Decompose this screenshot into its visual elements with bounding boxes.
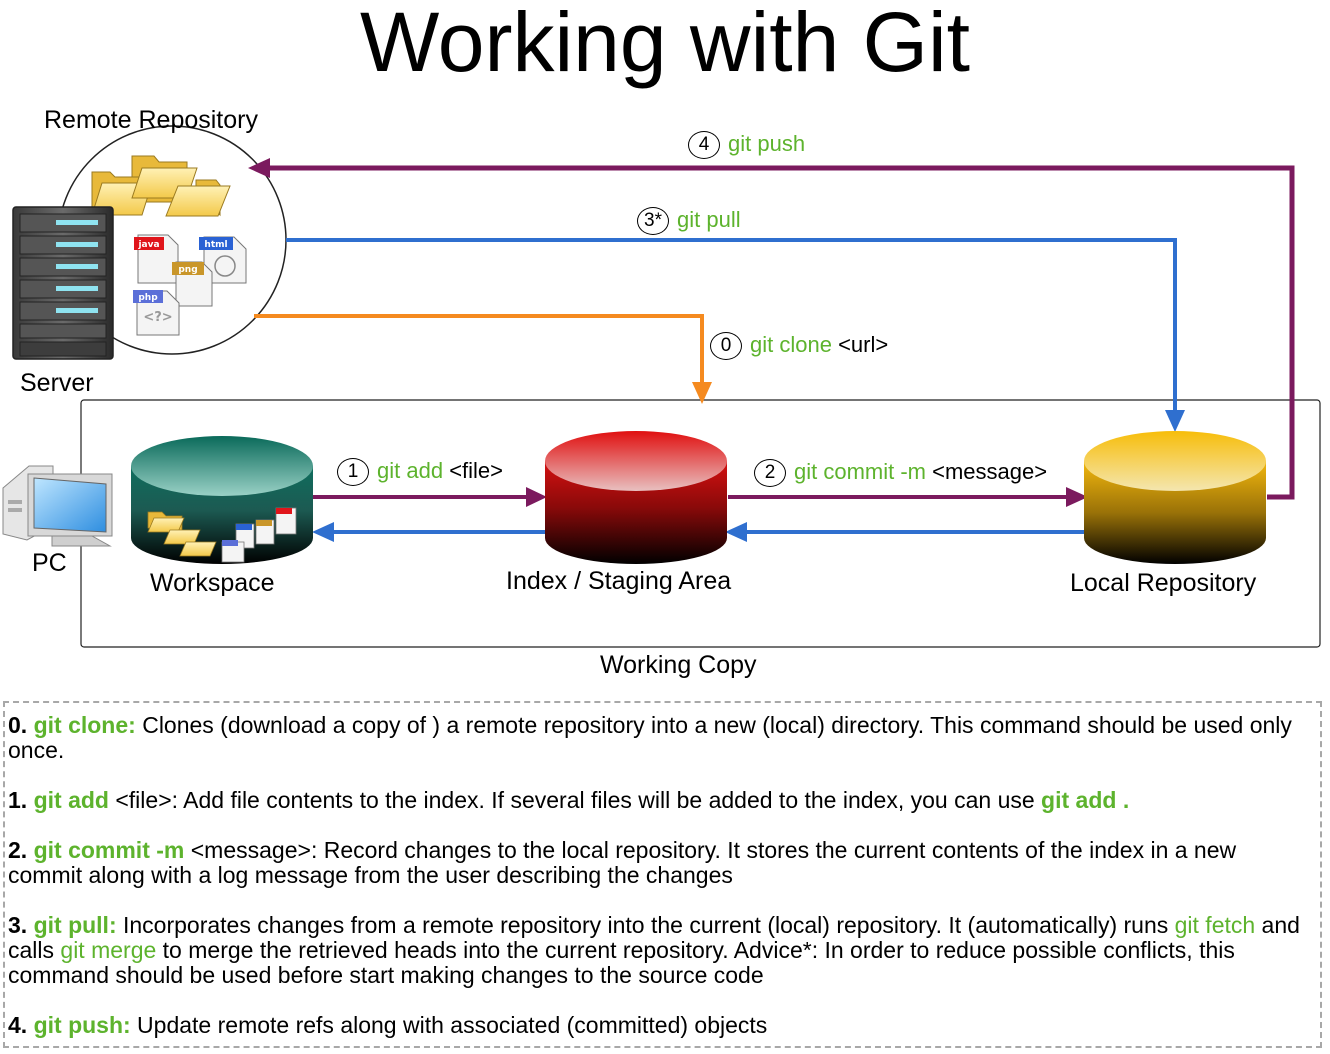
step-badge: 3*: [637, 207, 669, 236]
step-badge: 4: [688, 131, 720, 160]
svg-text:java: java: [137, 240, 159, 250]
index-label: Index / Staging Area: [506, 567, 732, 595]
command-text: git clone: [750, 332, 832, 357]
pc-icon: [2, 465, 113, 547]
git-clone-arrow: [254, 314, 704, 384]
git-push-arrow: [268, 165, 1295, 500]
page-title: Working with Git: [360, 0, 970, 89]
working-copy-label: Working Copy: [600, 651, 757, 679]
description-pull: 3. git pull: Incorporates changes from a…: [8, 912, 1300, 988]
file-icon-java: java: [134, 234, 179, 284]
server-icon: [12, 206, 114, 360]
server-label: Server: [20, 369, 94, 397]
command-arg: <file>: [449, 458, 504, 483]
step-badge: 0: [710, 332, 742, 361]
index-cylinder: [545, 431, 727, 564]
index-to-workspace-arrowhead: [312, 522, 334, 542]
command-text: git commit -m: [794, 459, 926, 484]
git-clone-label: 0 git clone <url>: [710, 332, 889, 361]
description-clone: 0. git clone: Clones (download a copy of…: [8, 712, 1292, 763]
git-pull-arrowhead: [1165, 410, 1185, 432]
svg-text:html: html: [204, 240, 227, 250]
git-add-label: 1 git add <file>: [337, 458, 504, 487]
description-box: 0. git clone: Clones (download a copy of…: [3, 701, 1322, 1048]
workspace-files-icon: [147, 507, 297, 563]
workspace-label: Workspace: [150, 569, 275, 597]
local-repository-cylinder: [1084, 431, 1266, 564]
git-workflow-diagram: java html png php <?>: [2, 125, 1321, 648]
description-add: 1. git add <file>: Add file contents to …: [8, 787, 1130, 813]
file-icon-php: php <?>: [133, 290, 180, 336]
step-badge: 1: [337, 458, 369, 487]
svg-text:<?>: <?>: [143, 310, 172, 325]
remote-repository-label: Remote Repository: [44, 106, 258, 134]
description-push: 4. git push: Update remote refs along wi…: [8, 1012, 768, 1038]
git-clone-arrowhead: [692, 382, 712, 404]
file-icon-png: png: [172, 261, 213, 307]
local-to-index-arrowhead: [725, 522, 747, 542]
command-arg: <url>: [838, 332, 889, 357]
svg-text:png: png: [178, 265, 197, 275]
git-commit-label: 2 git commit -m <message>: [754, 459, 1048, 488]
git-pull-arrow: [286, 238, 1177, 412]
git-add-arrowhead: [526, 487, 547, 507]
git-pull-label: 3* git pull: [637, 207, 741, 236]
command-text: git push: [728, 131, 806, 156]
git-commit-arrowhead: [1066, 487, 1088, 507]
description-commit: 2. git commit -m <message>: Record chang…: [8, 837, 1237, 888]
command-arg: <message>: [932, 459, 1048, 484]
git-push-label: 4 git push: [688, 131, 806, 160]
git-push-arrowhead: [248, 158, 270, 178]
step-badge: 2: [754, 459, 786, 488]
svg-text:php: php: [138, 293, 158, 303]
pc-label: PC: [32, 549, 67, 577]
local-repository-label: Local Repository: [1070, 569, 1257, 597]
command-text: git add: [377, 458, 444, 483]
command-text: git pull: [677, 207, 741, 232]
